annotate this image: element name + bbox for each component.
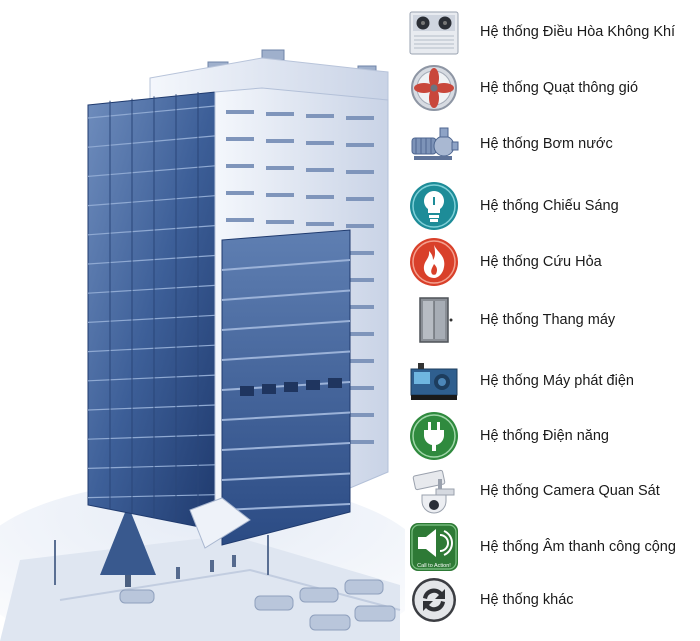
ventilation-fan-icon [411, 65, 457, 111]
system-label: Hệ thống khác [480, 592, 574, 608]
system-item[interactable]: Hệ thống Điều Hòa Không Khí [408, 6, 700, 58]
system-label: Hệ thống Cứu Hỏa [480, 254, 602, 270]
power-plug-icon [410, 412, 458, 460]
lightbulb-icon [410, 182, 458, 230]
speaker-icon: Call to Action! [410, 523, 458, 571]
building-cutaway-section [221, 229, 351, 546]
system-label: Hệ thống Quạt thông gió [480, 80, 639, 96]
building-entrance [189, 497, 251, 549]
system-item[interactable]: Hệ thống Máy phát điện [408, 355, 700, 407]
air-conditioner-icon [409, 11, 459, 55]
system-item[interactable]: Hệ thống Quạt thông gió [408, 62, 700, 114]
system-label: Hệ thống Máy phát điện [480, 373, 634, 389]
system-item[interactable]: Hệ thống Thang máy [408, 294, 700, 346]
system-item[interactable]: Hệ thống Bơm nước [408, 118, 700, 170]
system-item[interactable]: Hệ thống Cứu Hỏa [408, 236, 700, 288]
fire-icon [410, 238, 458, 286]
system-item[interactable]: Hệ thống Điện năng [408, 410, 700, 462]
building-illustration [0, 49, 405, 641]
system-label: Hệ thống Điện năng [480, 428, 609, 444]
water-pump-icon [411, 127, 459, 160]
system-item[interactable]: Hệ thống khác [408, 574, 700, 626]
system-item[interactable]: Hệ thống Camera Quan Sát [408, 465, 700, 517]
system-item[interactable]: Call to Action! Hệ thống Âm thanh công c… [408, 521, 700, 573]
system-label: Hệ thống Bơm nước [480, 136, 613, 152]
speaker-icon-caption: Call to Action! [417, 563, 451, 569]
system-label: Hệ thống Âm thanh công cộng [480, 539, 676, 555]
security-camera-icon [412, 469, 455, 514]
system-label: Hệ thống Camera Quan Sát [480, 483, 660, 499]
elevator-icon [419, 297, 453, 343]
system-label: Hệ thống Điều Hòa Không Khí [480, 24, 676, 40]
system-legend: Hệ thống Điều Hòa Không Khí Hệ thống Quạ… [400, 0, 700, 641]
system-item[interactable]: Hệ thống Chiếu Sáng [408, 180, 700, 232]
tree [100, 505, 156, 587]
building-glass-tower [87, 91, 216, 531]
system-label: Hệ thống Chiếu Sáng [480, 198, 619, 214]
refresh-icon [412, 578, 456, 622]
system-label: Hệ thống Thang máy [480, 312, 616, 328]
generator-icon [410, 363, 458, 400]
